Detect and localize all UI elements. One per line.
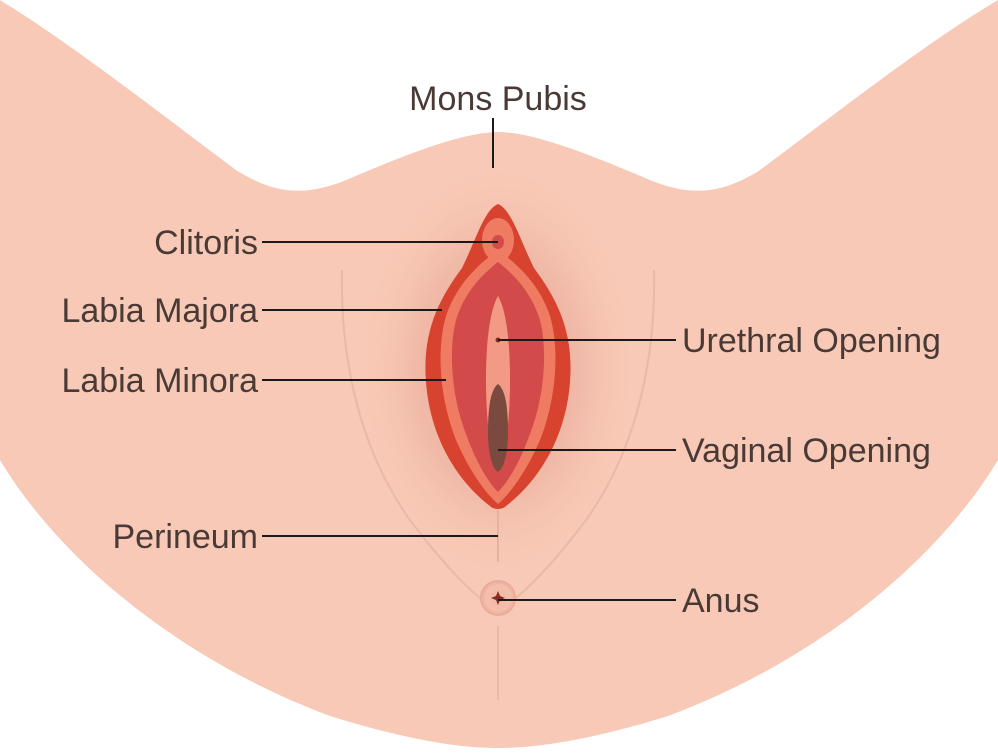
label-labia-minora: Labia Minora bbox=[61, 362, 258, 400]
label-vaginal-opening: Vaginal Opening bbox=[682, 432, 931, 470]
label-perineum: Perineum bbox=[112, 518, 258, 556]
background-top bbox=[0, 0, 998, 191]
label-urethral-opening: Urethral Opening bbox=[682, 322, 941, 360]
label-labia-majora: Labia Majora bbox=[61, 292, 258, 330]
anus-center bbox=[491, 591, 505, 605]
label-anus: Anus bbox=[682, 582, 760, 620]
label-mons-pubis: Mons Pubis bbox=[409, 80, 587, 118]
label-clitoris: Clitoris bbox=[154, 224, 258, 262]
